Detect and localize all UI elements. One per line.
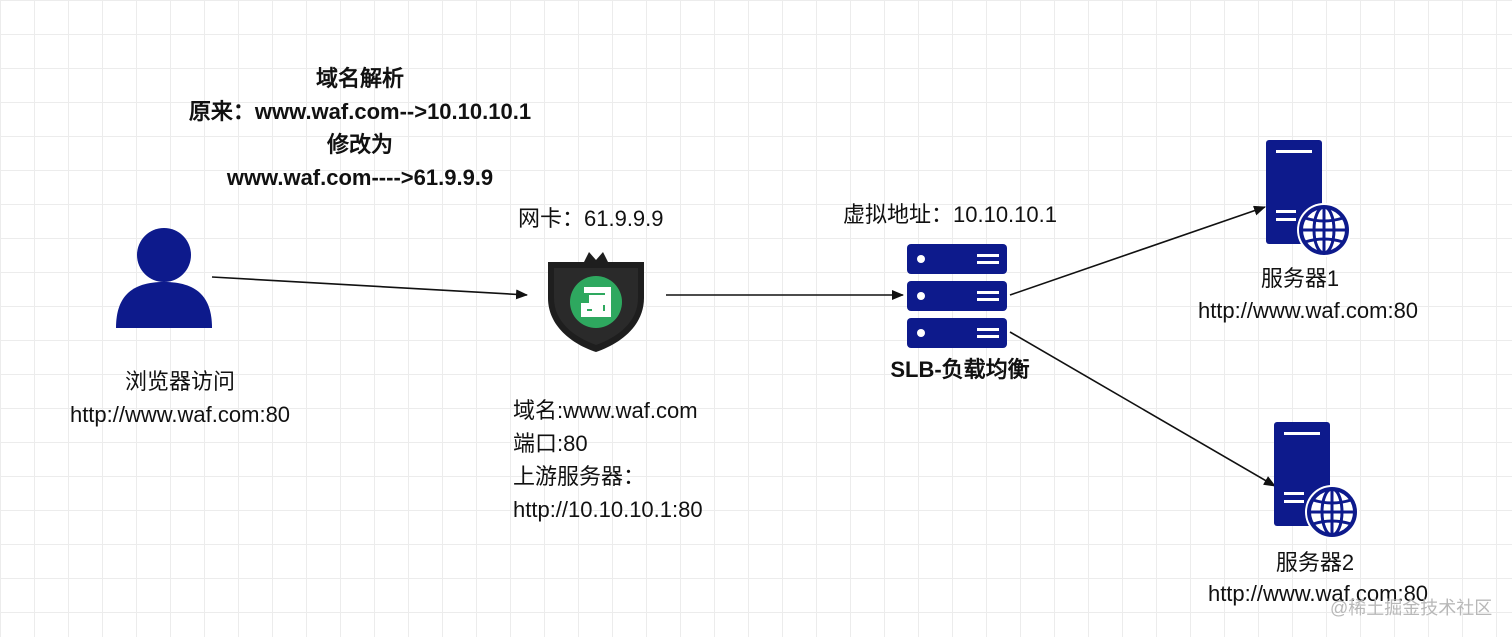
dns-note-after: www.waf.com---->61.9.9.9 — [226, 165, 494, 190]
user-icon — [116, 228, 212, 328]
dns-resolution-note: 域名解析 原来：www.waf.com-->10.10.10.1 修改为 www… — [140, 62, 580, 194]
waf-upstream-label: 上游服务器： — [513, 464, 646, 489]
dns-note-before: 原来：www.waf.com-->10.10.10.1 — [188, 99, 532, 124]
server-rack-icon — [907, 244, 1007, 348]
dns-note-change: 修改为 — [326, 132, 393, 157]
browser-node-label: 浏览器访问 http://www.waf.com:80 — [30, 365, 330, 431]
browser-label: 浏览器访问 — [124, 369, 235, 394]
server2-url: http://www.waf.com:80 — [1207, 581, 1429, 606]
server2-name: 服务器2 — [1275, 550, 1355, 575]
web-server-icon — [1266, 140, 1351, 257]
slb-vip-label: 虚拟地址：10.10.10.1 — [843, 202, 1057, 227]
waf-nic-label: 网卡：61.9.9.9 — [518, 206, 664, 231]
waf-domain: 域名:www.waf.com — [513, 398, 698, 423]
arrow-slb-to-server1 — [1009, 205, 1266, 296]
server1-url: http://www.waf.com:80 — [1197, 298, 1419, 323]
server1-name: 服务器1 — [1260, 266, 1340, 291]
waf-port: 端口:80 — [513, 431, 588, 456]
arrow-browser-to-waf — [211, 276, 528, 300]
web-server-icon — [1274, 422, 1359, 539]
waf-upstream-url: http://10.10.10.1:80 — [513, 497, 703, 522]
waf-config-text: 域名:www.waf.com 端口:80 上游服务器： http://10.10… — [513, 394, 703, 526]
dns-note-title: 域名解析 — [315, 66, 404, 91]
slb-name: SLB-负载均衡 — [890, 357, 1030, 382]
watermark: @稀土掘金技术社区 — [1330, 598, 1493, 618]
browser-url: http://www.waf.com:80 — [69, 402, 291, 427]
arrow-slb-to-server2 — [1009, 331, 1276, 487]
shield-icon — [548, 252, 644, 352]
